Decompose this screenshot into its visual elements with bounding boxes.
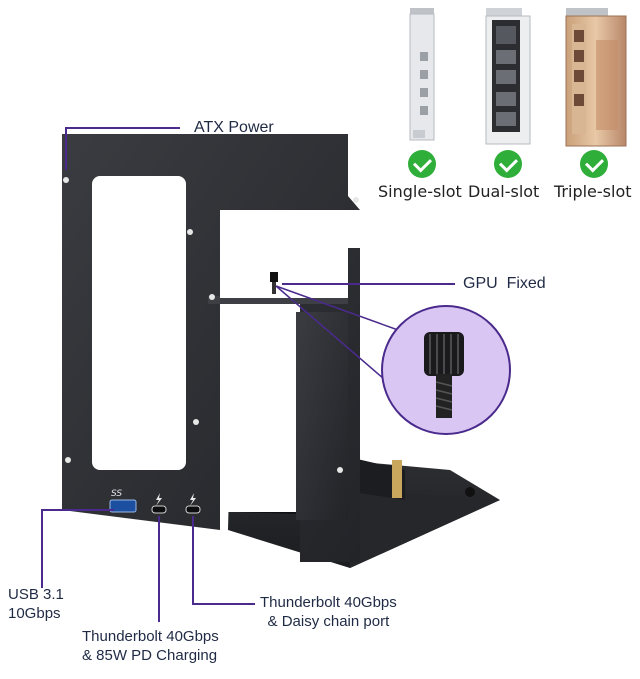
check-icon bbox=[580, 150, 608, 178]
leader-lines bbox=[41, 127, 455, 622]
label-gpu-fixed: GPU Fixed bbox=[463, 275, 546, 292]
label-triple-slot: Triple-slot bbox=[554, 182, 632, 201]
gpu-thumbscrew bbox=[270, 272, 278, 294]
label-dual-slot: Dual-slot bbox=[468, 182, 540, 201]
thunderbolt-icon bbox=[156, 493, 162, 506]
mounting-holes bbox=[63, 177, 359, 473]
label-atx-power: ATX Power bbox=[194, 119, 274, 136]
gpu-dual-slot bbox=[485, 8, 531, 145]
check-icon bbox=[408, 150, 436, 178]
usb-line-1: USB 3.1 bbox=[8, 586, 64, 603]
label-thunderbolt-charging: Thunderbolt 40Gbps & 85W PD Charging bbox=[82, 628, 219, 666]
label-thunderbolt-daisy: Thunderbolt 40Gbps & Daisy chain port bbox=[260, 594, 397, 632]
svg-text:SS: SS bbox=[111, 489, 122, 499]
label-usb: USB 3.1 10Gbps bbox=[8, 586, 64, 624]
tb-daisy-line-2: & Daisy chain port bbox=[267, 612, 390, 630]
thunderbolt-port-1 bbox=[151, 505, 167, 514]
usb-a-port bbox=[109, 499, 137, 513]
tb-charging-line-1: Thunderbolt 40Gbps bbox=[82, 628, 219, 645]
usb-line-2: 10Gbps bbox=[8, 604, 61, 622]
tb-charging-line-2: & 85W PD Charging bbox=[82, 646, 218, 664]
gpu-single-slot bbox=[409, 8, 435, 141]
port-panel: SS bbox=[109, 489, 201, 514]
thumbscrew-callout bbox=[275, 285, 511, 435]
label-single-slot: Single-slot bbox=[378, 182, 462, 201]
check-icon bbox=[494, 150, 522, 178]
tb-daisy-line-1: Thunderbolt 40Gbps bbox=[260, 594, 397, 611]
base-screw bbox=[465, 487, 475, 497]
thunderbolt-icon bbox=[190, 493, 196, 506]
gpu-triple-slot bbox=[565, 8, 627, 147]
thunderbolt-port-2 bbox=[185, 505, 201, 514]
enclosure: SS bbox=[62, 134, 500, 568]
atx-cutout bbox=[92, 176, 186, 470]
